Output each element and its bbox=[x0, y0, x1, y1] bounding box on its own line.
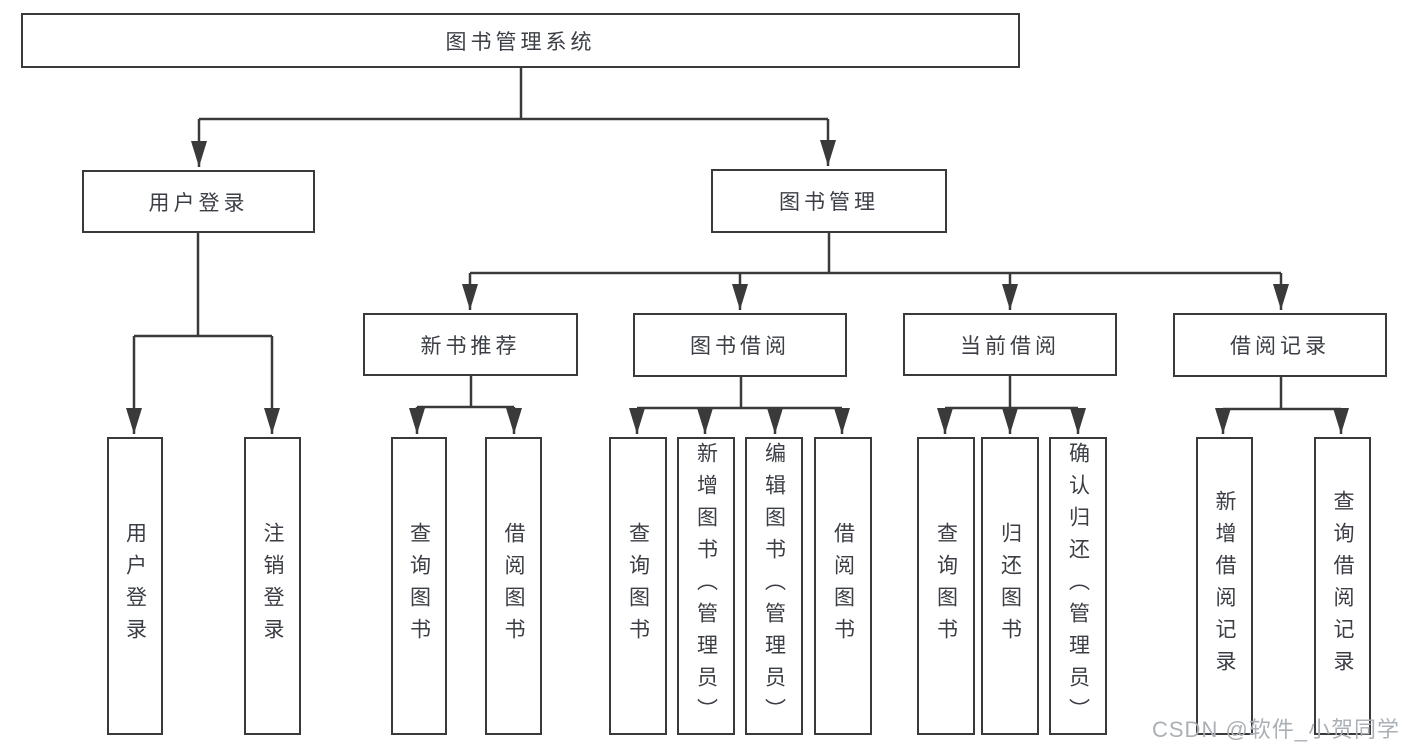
connector-arrows bbox=[126, 119, 1349, 434]
leaf-logout: 注销登录 bbox=[244, 437, 301, 735]
csdn-watermark: CSDN @软件_小贺同学 bbox=[1152, 717, 1401, 742]
node-borrowing-records-label: 借阅记录 bbox=[1230, 335, 1330, 358]
leaf-edit-book-admin: 编辑图书（管理员） bbox=[745, 437, 803, 735]
node-library-management-system: 图书管理系统 bbox=[21, 13, 1020, 68]
leaf-confirm-return-admin-label: 确认归还（管理员） bbox=[1066, 442, 1090, 730]
leaf-edit-book-admin-label: 编辑图书（管理员） bbox=[762, 442, 786, 730]
leaf-query-borrow-record-label: 查询借阅记录 bbox=[1331, 490, 1354, 682]
node-book-borrowing-label: 图书借阅 bbox=[690, 335, 790, 358]
node-book-management: 图书管理 bbox=[711, 169, 947, 233]
node-user-login-branch: 用户登录 bbox=[82, 170, 315, 233]
leaf-user-login: 用户登录 bbox=[107, 437, 163, 735]
leaf-add-borrow-record-label: 新增借阅记录 bbox=[1213, 490, 1236, 682]
leaf-add-book-admin-label: 新增图书（管理员） bbox=[694, 442, 718, 730]
node-book-management-label: 图书管理 bbox=[779, 191, 879, 214]
leaf-query-borrow-record: 查询借阅记录 bbox=[1314, 437, 1371, 735]
leaf-borrow-books-2-label: 借阅图书 bbox=[831, 522, 855, 650]
leaf-query-books-1: 查询图书 bbox=[391, 437, 447, 735]
leaf-add-borrow-record: 新增借阅记录 bbox=[1196, 437, 1253, 735]
node-book-borrowing: 图书借阅 bbox=[633, 313, 847, 377]
leaf-confirm-return-admin: 确认归还（管理员） bbox=[1049, 437, 1107, 735]
leaf-add-book-admin: 新增图书（管理员） bbox=[677, 437, 735, 735]
node-library-management-system-label: 图书管理系统 bbox=[445, 30, 596, 54]
leaf-return-book-label: 归还图书 bbox=[998, 522, 1022, 650]
leaf-query-books-1-label: 查询图书 bbox=[407, 522, 431, 650]
leaf-query-books-2: 查询图书 bbox=[609, 437, 667, 735]
leaf-logout-label: 注销登录 bbox=[261, 522, 284, 650]
leaf-query-books-3: 查询图书 bbox=[917, 437, 975, 735]
leaf-user-login-label: 用户登录 bbox=[123, 522, 147, 650]
node-new-book-recommend-label: 新书推荐 bbox=[420, 334, 521, 358]
leaf-borrow-books-1-label: 借阅图书 bbox=[502, 522, 525, 650]
node-borrowing-records: 借阅记录 bbox=[1173, 313, 1387, 377]
leaf-return-book: 归还图书 bbox=[981, 437, 1039, 735]
node-new-book-recommend: 新书推荐 bbox=[363, 313, 578, 376]
node-current-borrowing: 当前借阅 bbox=[903, 313, 1117, 376]
node-current-borrowing-label: 当前借阅 bbox=[960, 334, 1060, 358]
leaf-borrow-books-2: 借阅图书 bbox=[814, 437, 872, 735]
node-user-login-branch-label: 用户登录 bbox=[148, 191, 249, 215]
leaf-borrow-books-1: 借阅图书 bbox=[485, 437, 542, 735]
leaf-query-books-3-label: 查询图书 bbox=[934, 522, 958, 650]
leaf-query-books-2-label: 查询图书 bbox=[626, 522, 650, 650]
